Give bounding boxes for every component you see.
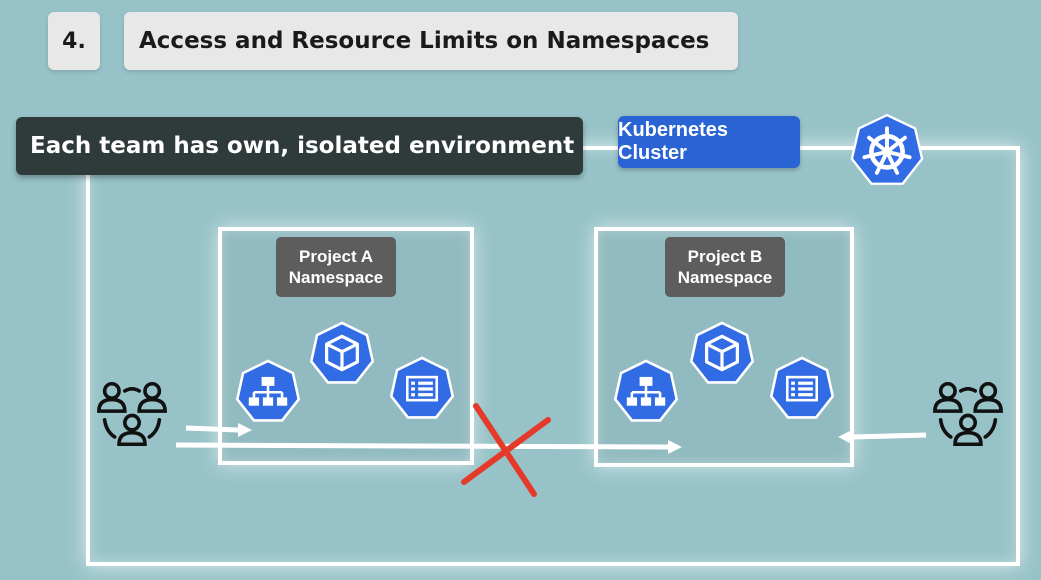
kubernetes-helm-icon — [850, 113, 924, 185]
page-title: Access and Resource Limits on Namespaces — [124, 12, 738, 70]
namespace-label-line1: Project B — [687, 247, 763, 266]
team-users-icon — [933, 381, 1003, 447]
cluster-label: Kubernetes Cluster — [618, 116, 800, 168]
namespace-label-line2: Namespace — [288, 268, 384, 287]
network-hierarchy-icon — [236, 359, 300, 422]
arrow-team-a-to-namespace-a — [185, 423, 252, 437]
team-users-icon — [97, 381, 167, 447]
section-number: 4. — [48, 12, 100, 70]
list-icon — [770, 356, 834, 419]
cube-icon — [690, 321, 754, 384]
namespace-label-project-a: Project A Namespace — [276, 237, 396, 297]
list-icon — [390, 356, 454, 419]
arrow-team-b-to-namespace-b — [838, 430, 927, 444]
blocked-cross-icon — [461, 403, 551, 497]
cube-icon — [310, 321, 374, 384]
namespace-label-line2: Namespace — [677, 268, 773, 287]
namespace-label-project-b: Project B Namespace — [665, 237, 785, 297]
namespace-label-line1: Project A — [298, 247, 373, 266]
network-hierarchy-icon — [614, 359, 678, 422]
arrow-team-a-to-namespace-b-blocked — [175, 440, 682, 454]
isolation-callout: Each team has own, isolated environment — [16, 117, 583, 175]
